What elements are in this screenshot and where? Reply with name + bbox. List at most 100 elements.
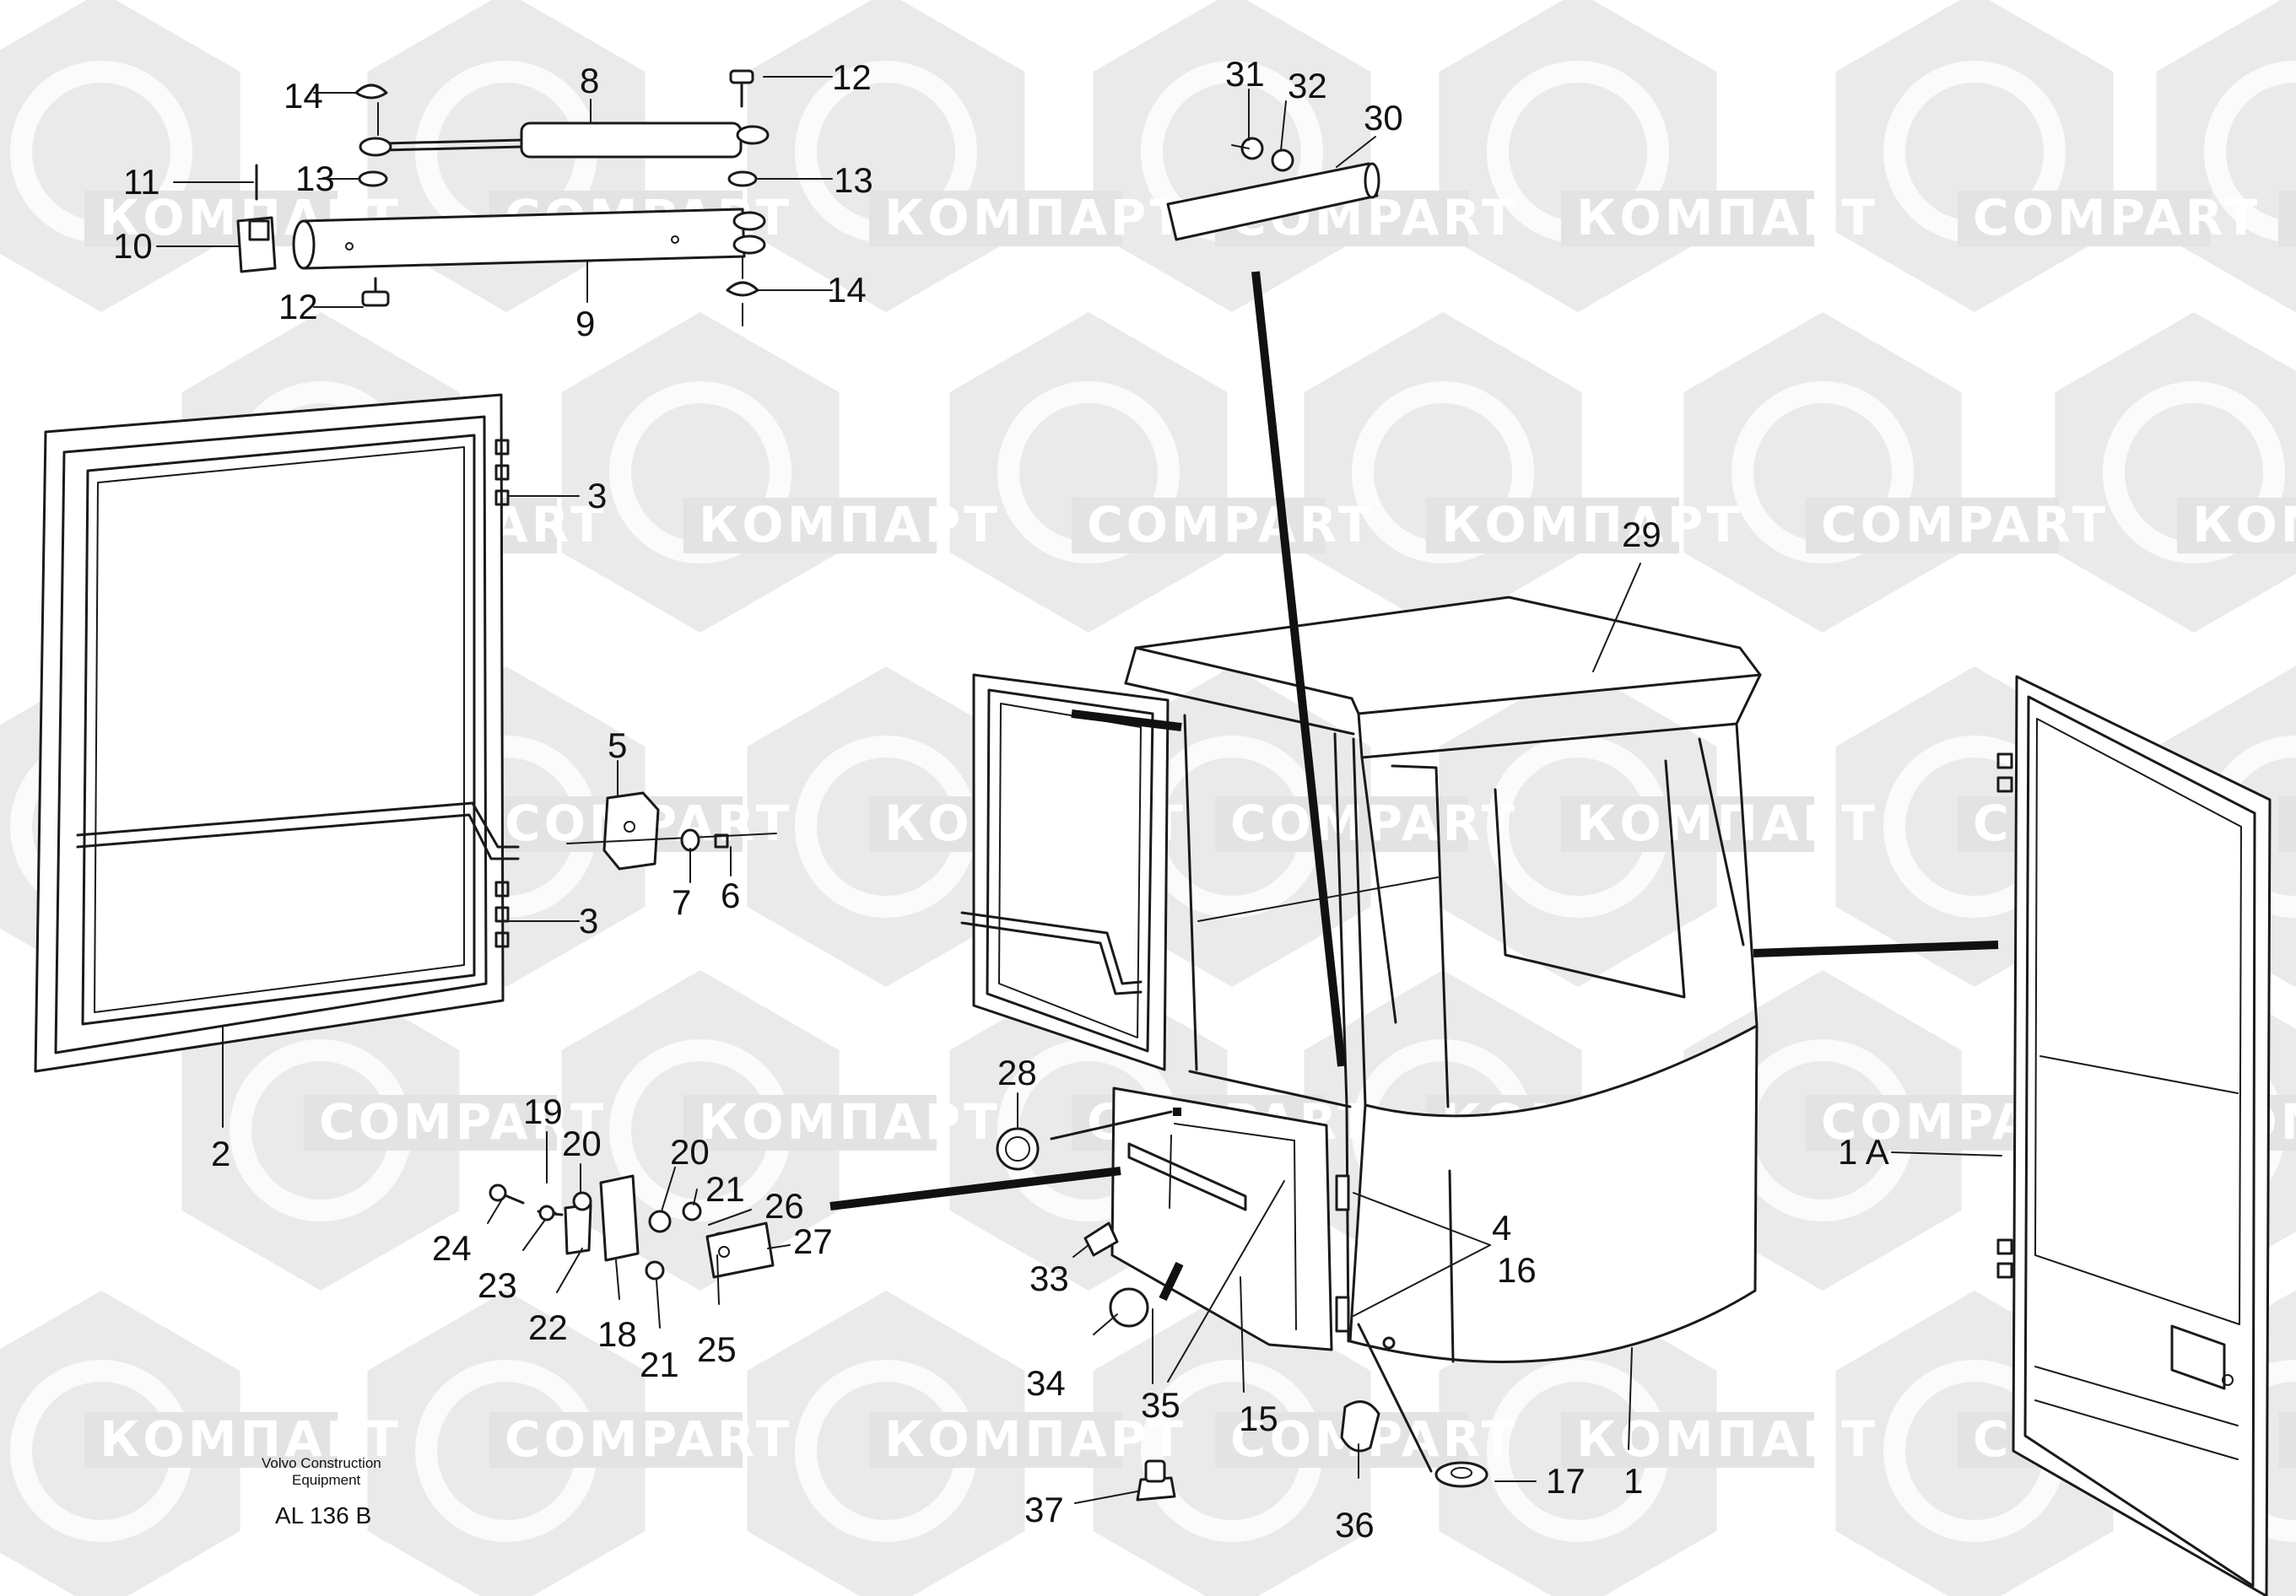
watermark-band: [1561, 191, 1814, 246]
watermark-text: COMPART: [505, 1410, 792, 1468]
watermark-hexagon: [2156, 0, 2296, 312]
watermark-band: [683, 498, 937, 553]
leader-lines: [156, 76, 2002, 1504]
watermark-band: [2278, 1412, 2296, 1468]
callout-6: 6: [721, 876, 740, 915]
callout-11: 11: [123, 162, 160, 202]
hinge-parts: [489, 1174, 775, 1281]
callout-10: 10: [113, 226, 153, 266]
callout-32: 32: [1288, 66, 1327, 105]
watermark-text: COMPART: [1230, 795, 1518, 852]
callout-31: 31: [1225, 54, 1265, 94]
watermark-band: [489, 1412, 743, 1468]
watermark-text: КОМПАРТ: [699, 1093, 1001, 1151]
footer-drawing-code: AL 136 B: [275, 1502, 371, 1529]
watermark-text: КОМПАРТ: [2192, 496, 2296, 553]
callout-27: 27: [793, 1221, 833, 1261]
watermark-text: КОМПАРТ: [1576, 795, 1878, 852]
callout-14: 14: [284, 76, 323, 116]
strut-assembly: [236, 69, 770, 326]
callout-8: 8: [580, 61, 599, 100]
callout-12: 12: [278, 287, 318, 326]
callout-16: 16: [1497, 1250, 1537, 1290]
watermark-hexagon: [1683, 312, 1962, 633]
callout-13: 13: [295, 159, 335, 198]
drawing-footer: Volvo Construction Equipment AL 136 B: [262, 1455, 381, 1529]
watermark-band: [1958, 191, 2211, 246]
watermark-band: [84, 1412, 338, 1468]
callout-20: 20: [670, 1132, 710, 1172]
callout-12: 12: [832, 57, 872, 97]
watermark-band: [1426, 498, 1679, 553]
callout-15: 15: [1239, 1399, 1278, 1438]
watermark-band: [1215, 796, 1468, 852]
watermark-text: КОМПАРТ: [2293, 189, 2296, 246]
callout-3: 3: [579, 901, 598, 941]
callout-13: 13: [834, 160, 873, 200]
watermark-text: COMPART: [1821, 496, 2109, 553]
callout-18: 18: [597, 1314, 637, 1354]
callout-5: 5: [608, 725, 627, 765]
callout-1a: 1 A: [1838, 1132, 1889, 1172]
footer-company: Volvo Construction: [262, 1455, 381, 1471]
watermark-text: COMPART: [1973, 189, 2261, 246]
callout-24: 24: [432, 1228, 472, 1268]
callout-21: 21: [640, 1345, 679, 1384]
callout-26: 26: [764, 1186, 804, 1226]
watermark-text: КОМПАРТ: [2293, 1410, 2296, 1468]
watermark-band: [869, 191, 1122, 246]
watermark-text: КОМПАРТ: [1576, 189, 1878, 246]
callout-34: 34: [1026, 1363, 1066, 1403]
callout-23: 23: [478, 1265, 517, 1305]
callout-25: 25: [697, 1329, 737, 1369]
watermark-text: КОМПАРТ: [699, 496, 1001, 553]
callout-9: 9: [575, 304, 595, 343]
callout-labels: 14 8 12 11 13 13 10 9 12 14 3 3 2 5 7 6 …: [113, 54, 1889, 1545]
watermark-band: [2278, 191, 2296, 246]
callout-7: 7: [672, 882, 691, 922]
watermark-hexagon: [1093, 0, 1371, 312]
callout-20: 20: [562, 1124, 602, 1163]
watermark-band: [869, 1412, 1122, 1468]
watermark-hexagon: [1304, 312, 1582, 633]
callout-19: 19: [523, 1092, 563, 1131]
watermark-hexagon: [949, 312, 1228, 633]
watermark-band: [1561, 796, 1814, 852]
callout-36: 36: [1335, 1505, 1375, 1545]
watermark-text: КОМПАРТ: [884, 1410, 1186, 1468]
watermark-band: [683, 1095, 937, 1151]
watermark-text: COMPART: [1087, 496, 1375, 553]
callout-37: 37: [1024, 1490, 1064, 1529]
callout-29: 29: [1622, 515, 1661, 554]
watermark-band: [1561, 1412, 1814, 1468]
watermark-hexagon: [561, 312, 840, 633]
callout-22: 22: [528, 1308, 568, 1347]
cab-body: [829, 137, 1999, 1502]
callout-14: 14: [827, 270, 867, 310]
watermark-text: КОМПАРТ: [1441, 496, 1743, 553]
callout-4: 4: [1492, 1208, 1511, 1248]
watermark-hexagon: [1439, 0, 1717, 312]
watermark-band: [304, 1095, 557, 1151]
watermark-text: COMPART: [319, 1093, 607, 1151]
watermark-band: [1806, 498, 2059, 553]
watermark-text: КОМПАРТ: [884, 189, 1186, 246]
watermark-band: [2278, 796, 2296, 852]
watermark-text: КОМПАРТ: [1576, 1410, 1878, 1468]
watermark-hexagon: [1835, 0, 2114, 312]
callout-1: 1: [1623, 1461, 1643, 1501]
callout-33: 33: [1029, 1259, 1069, 1298]
watermark-text: КОМПАРТ: [100, 1410, 402, 1468]
watermark-band: [2177, 498, 2296, 553]
watermark-hexagon: [747, 0, 1025, 312]
callout-35: 35: [1141, 1385, 1180, 1425]
right-door: [1996, 675, 2272, 1596]
callout-3: 3: [587, 476, 607, 515]
callout-2: 2: [211, 1134, 230, 1173]
footer-company-line2: Equipment: [292, 1472, 361, 1488]
left-door: [34, 393, 777, 1073]
callout-21: 21: [705, 1169, 745, 1209]
callout-17: 17: [1546, 1461, 1586, 1501]
callout-30: 30: [1364, 98, 1403, 137]
